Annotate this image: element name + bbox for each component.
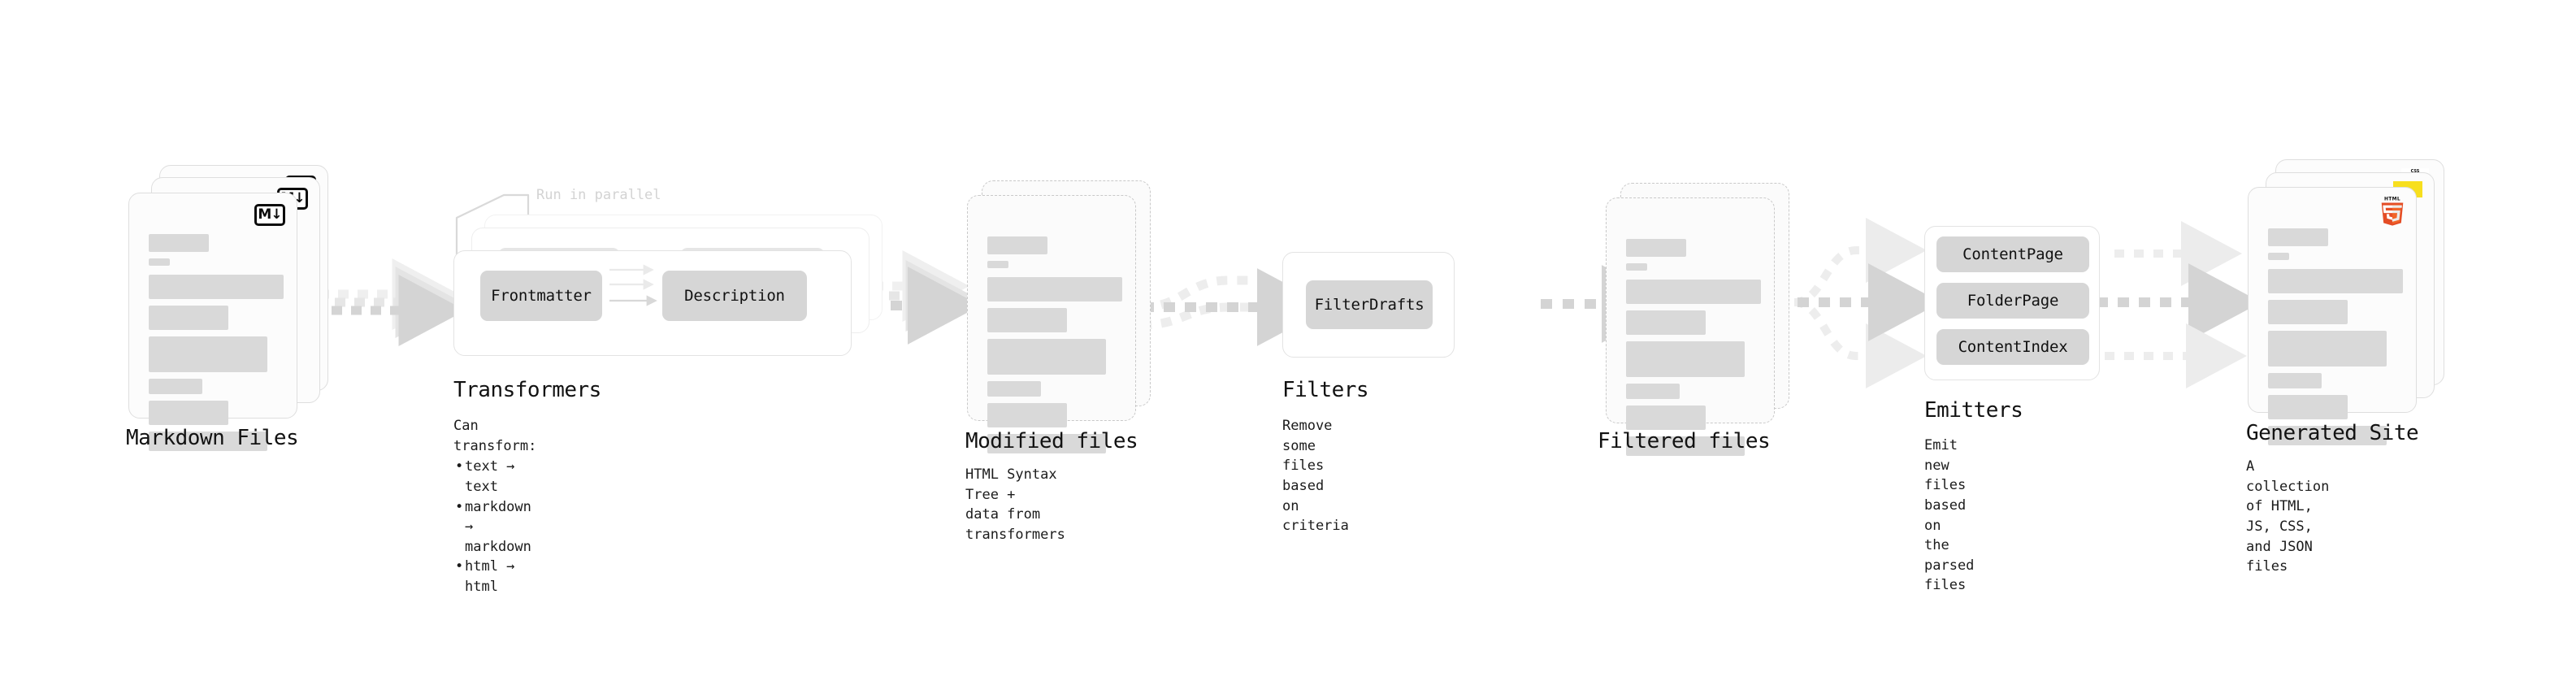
skeleton-row [987,261,1008,268]
skeleton-row [987,381,1041,397]
skeleton-row [1626,341,1745,377]
skeleton-row [1626,280,1761,304]
transformer-pill-frontmatter[interactable]: Frontmatter [480,271,602,321]
markdown-badge: M↓ [254,204,285,226]
run-in-parallel-label: Run in parallel [536,187,661,203]
transformers-list: text → text markdown → markdown html → h… [453,457,536,596]
skeleton-row [149,258,170,266]
stage-subtitle-filters: Remove some files based on criteria [1282,418,1349,535]
skeleton-row [149,306,228,330]
skeleton-row [987,277,1122,301]
transformer-inner-arrows [609,264,657,306]
skeleton-row [987,236,1047,254]
skeleton-row [149,234,209,252]
generated-card-front: HTML [2248,187,2417,445]
skeleton-row [2268,395,2348,419]
stage-title-filtered-files: Filtered files [1598,429,1771,453]
skeleton-row [1626,384,1680,399]
skeleton-row [1626,436,1745,456]
emitter-pill-contentpage[interactable]: ContentPage [1936,236,2089,272]
skeleton-row [2268,426,2387,445]
emitters-group: ContentPage FolderPage ContentIndex [1924,226,2100,380]
skeleton-row [2268,373,2322,388]
connector-filtered-to-emitters [1776,218,1941,388]
skeleton-row [2268,331,2387,367]
skeleton-row [987,434,1106,453]
css-badge-label: CSS [2410,169,2420,174]
emitter-pill-folderpage[interactable]: FolderPage [1936,283,2089,319]
skeleton-row [987,308,1067,332]
skeleton-row [149,379,202,394]
skeleton-row [1626,263,1647,271]
stage-title-generated-site: Generated Site [2246,421,2419,445]
markdown-card-front: M↓ [128,193,297,451]
skeleton-row [987,403,1067,427]
modified-card-front [967,195,1136,453]
skeleton-row [149,432,267,451]
skeleton-row [2268,228,2328,246]
filters-group: FilterDrafts [1282,252,1455,358]
transformers-capability-list: Can transform: text → text markdown → ma… [453,416,536,597]
transformers-list-lead: Can transform: [453,418,537,454]
svg-text:HTML: HTML [2384,197,2400,202]
skeleton-row [2268,269,2403,293]
stage-subtitle-generated-site: A collection of HTML, JS, CSS, and JSON … [2246,458,2330,575]
filter-pill-filterdrafts[interactable]: FilterDrafts [1306,280,1433,329]
stage-title-markdown-files: Markdown Files [126,426,299,450]
transformers-list-item: text → text [453,457,536,497]
stage-title-transformers: Transformers [453,378,601,402]
emitter-pill-contentindex[interactable]: ContentIndex [1936,329,2089,365]
skeleton-row [2268,300,2348,324]
skeleton-row [1626,310,1706,335]
transformers-list-item: markdown → markdown [453,497,536,557]
transformers-list-item: html → html [453,557,536,596]
filtered-card-front [1606,197,1775,456]
stage-subtitle-modified-files: HTML Syntax Tree + data from transformer… [965,466,1065,543]
skeleton-row [987,339,1106,375]
skeleton-row [2268,253,2289,260]
connector-emitters-to-site [2097,221,2262,388]
stage-title-emitters: Emitters [1924,398,2023,423]
skeleton-row [149,275,284,299]
connector-modified-to-filters [1140,268,1330,346]
transformer-pill-description[interactable]: Description [662,271,807,321]
stage-title-filters: Filters [1282,378,1369,402]
stage-subtitle-emitters: Emit new files based on the parsed files [1924,437,1975,594]
stage-title-modified-files: Modified files [965,429,1138,453]
skeleton-row [1626,239,1686,257]
skeleton-row [149,336,267,372]
skeleton-row [149,401,228,425]
html5-icon: HTML [2381,197,2404,226]
skeleton-row [1626,406,1706,430]
